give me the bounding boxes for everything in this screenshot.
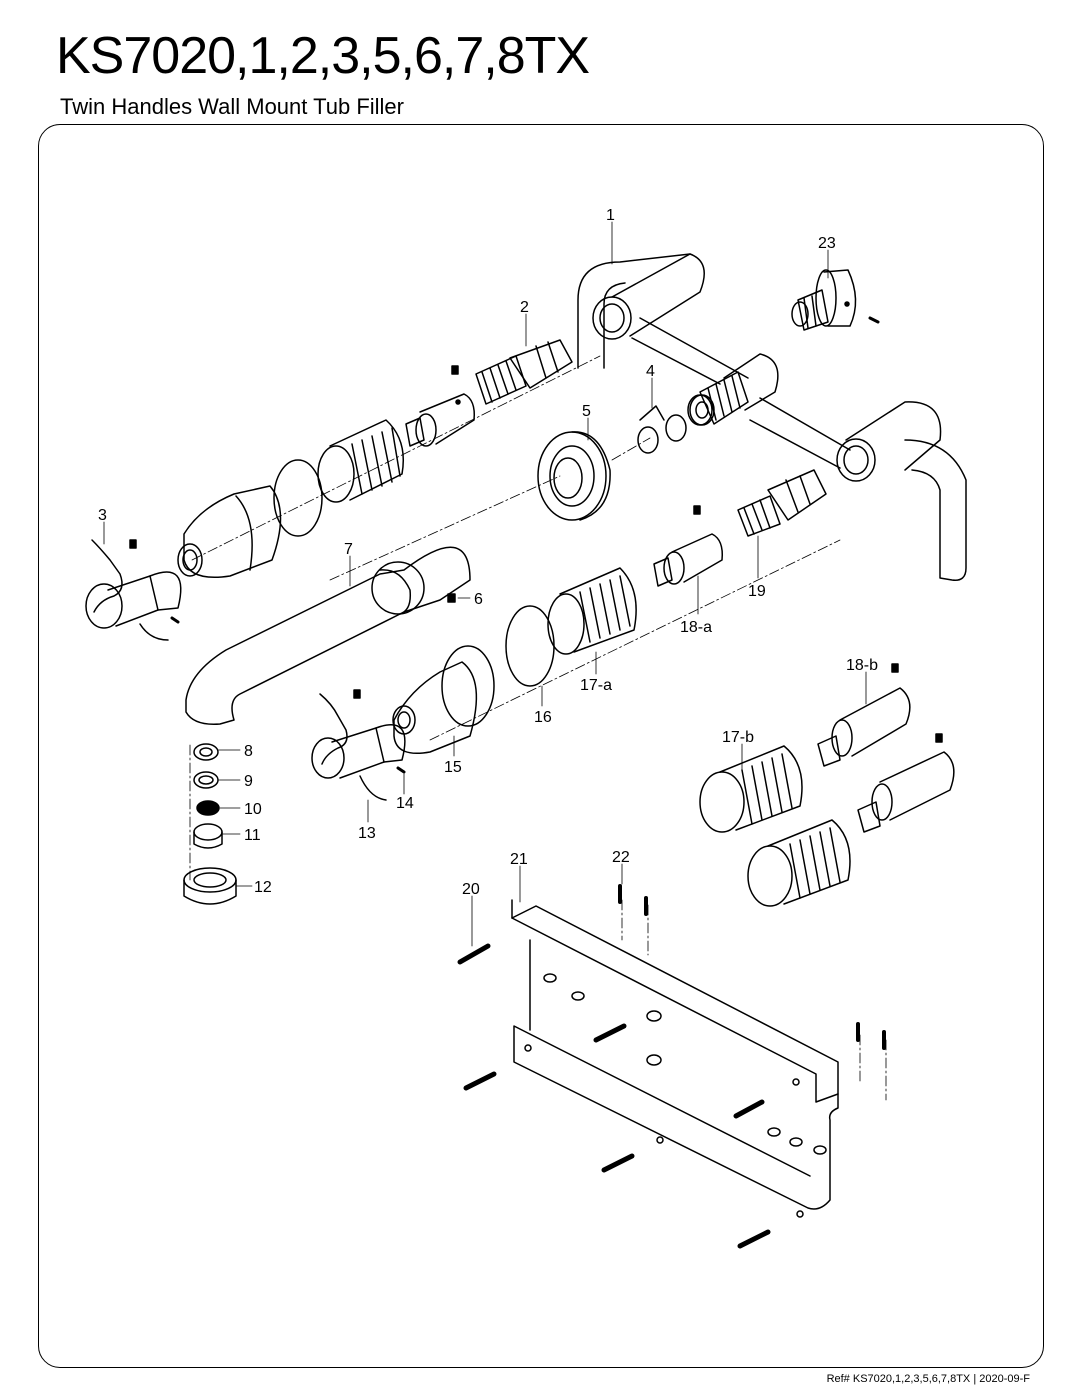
- callout-23: 23: [818, 235, 836, 252]
- callout-10: 10: [244, 801, 262, 818]
- cross-handle-upper-part: [85, 539, 182, 641]
- screws-part: [457, 884, 886, 1249]
- spare-cartridge-part: [791, 269, 880, 331]
- cartridge-part: [475, 339, 573, 405]
- callout-15: 15: [444, 759, 462, 776]
- o-rings-part: [637, 394, 713, 454]
- callout-21: 21: [510, 851, 528, 868]
- cartridge-lower-part: [737, 469, 827, 537]
- callout-20: 20: [462, 881, 480, 898]
- callout-1: 1: [606, 207, 615, 224]
- callout-12: 12: [254, 879, 272, 896]
- sleeve-upper-part: [317, 419, 404, 503]
- callout-labels: 1 2 23 4 5 3 7 6 8 9 10 11 12 13 14 15 1…: [98, 207, 878, 898]
- o-ring-lower-part: [505, 605, 555, 687]
- callout-9: 9: [244, 773, 253, 790]
- callout-13: 13: [358, 825, 376, 842]
- sleeve-lower-part: [547, 567, 637, 655]
- stem-extension-upper-part: [405, 365, 476, 447]
- page-title: KS7020,1,2,3,5,6,7,8TX: [56, 27, 590, 85]
- callout-17a: 17-a: [580, 677, 612, 694]
- callout-6: 6: [474, 591, 483, 608]
- callout-14: 14: [396, 795, 414, 812]
- callout-8: 8: [244, 743, 253, 760]
- mounting-bracket-part: [511, 899, 839, 1218]
- callout-3: 3: [98, 507, 107, 524]
- reference-code: Ref# KS7020,1,2,3,5,6,7,8TX | 2020-09-F: [826, 1373, 1030, 1385]
- bonnet-upper-part: [177, 459, 323, 578]
- callout-16: 16: [534, 709, 552, 726]
- flange-part: [537, 431, 611, 521]
- callout-leaders: [103, 221, 867, 947]
- spout-part: [185, 546, 471, 725]
- alternate-sleeve-part: [699, 745, 851, 907]
- bonnet-lower-part: [392, 645, 495, 754]
- stem-extension-lower-part: [653, 505, 724, 587]
- page-subtitle: Twin Handles Wall Mount Tub Filler: [60, 94, 404, 119]
- callout-4: 4: [646, 363, 655, 380]
- callout-7: 7: [344, 541, 353, 558]
- callout-19: 19: [748, 583, 766, 600]
- body-cartridge-part: [689, 371, 749, 426]
- callout-18a: 18-a: [680, 619, 712, 636]
- callout-2: 2: [520, 299, 529, 316]
- callout-17b: 17-b: [722, 729, 754, 746]
- valve-body-part: [577, 253, 967, 581]
- callout-11: 11: [244, 827, 261, 844]
- cross-handle-lower-part: [311, 689, 406, 801]
- callout-5: 5: [582, 403, 591, 420]
- alternate-stem-extension-part: [817, 663, 955, 833]
- callout-18b: 18-b: [846, 657, 878, 674]
- callout-22: 22: [612, 849, 630, 866]
- diagram-frame: [38, 124, 1044, 1368]
- aerator-parts: [183, 743, 237, 905]
